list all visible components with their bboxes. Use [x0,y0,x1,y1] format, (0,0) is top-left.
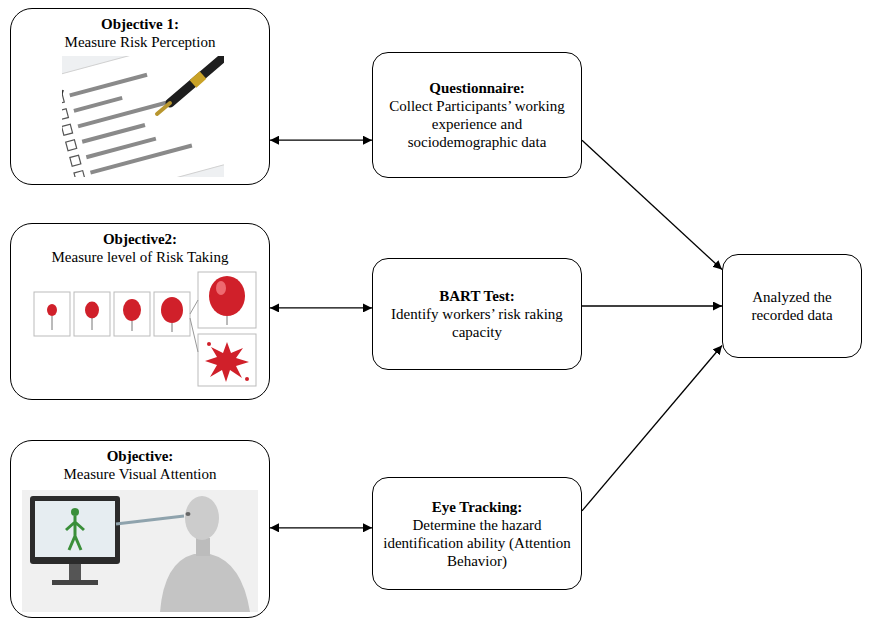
balloon-task-picture-part [227,316,228,325]
balloon-task-picture-part [47,304,57,316]
questionnaire-picture-part [73,96,122,113]
questionnaire-picture-part [193,75,203,84]
balloon-task-picture-part [74,292,110,336]
eye-tracking-picture-part [160,554,250,612]
questionnaire-picture-part [66,140,77,151]
questionnaire-picture-part [82,123,146,144]
questionnaire-picture-part [74,171,85,177]
objective-box: Objective:Measure Visual Attention [10,440,270,618]
eye-tracking-picture-part [22,490,258,612]
balloon-task-picture-part [198,334,256,386]
balloon-task-picture-part [123,299,141,321]
connector-arrow [270,527,372,528]
balloon-task-picture-part [205,342,249,382]
eye-tracking-picture-part [30,496,120,564]
box-text: Measure Visual Attention [64,465,217,483]
eye-tracking-picture-part [69,564,81,580]
eye-tracking-picture-part [35,501,115,557]
balloon-task-picture-part [190,300,198,314]
questionnaire-picture-part [69,73,147,98]
questionnaire-picture-part [62,124,73,135]
questionnaire-picture-part [90,144,192,175]
questionnaire-picture-part [62,56,224,177]
questionnaire-picture-part [62,90,66,103]
method-box: BART Test:Identify workers’ risk raking … [372,258,582,370]
box-heading: Questionnaire: [429,79,525,97]
connector-arrow [582,346,722,511]
balloon-task-picture-part [92,318,93,330]
balloon-task-picture-part [52,316,53,330]
questionnaire-picture [62,56,224,177]
result-box: Analyzed the recorded data [722,254,862,358]
objective-box: Objective 1:Measure Risk Perception [10,8,270,185]
questionnaire-picture-part [170,56,224,103]
eye-tracking-picture-part [52,580,98,585]
connector-arrow [582,140,722,269]
box-text: Measure level of Risk Taking [52,248,229,266]
balloon-task-picture-part [132,321,133,331]
eye-tracking-picture-part [186,512,191,516]
questionnaire-picture-part [157,103,170,114]
balloon-task-picture [34,272,256,386]
box-text: Identify workers’ risk raking capacity [383,305,571,341]
questionnaire-picture-part [62,109,68,120]
box-heading: Objective 1: [101,15,179,33]
connector-arrow [270,140,372,141]
objective-box: Objective2:Measure level of Risk Taking [10,223,270,400]
connector-arrow [582,305,722,306]
balloon-task-picture-part [207,342,211,346]
eye-tracking-picture-part [71,508,79,516]
method-box: Eye Tracking:Determine the hazard identi… [372,477,582,590]
box-heading: Eye Tracking: [432,498,523,516]
balloon-task-picture-part [172,323,173,332]
box-text: Collect Participants’ working experience… [383,97,571,151]
questionnaire-picture-part [78,100,171,128]
connector-arrow [270,307,372,308]
box-text: Measure Risk Perception [65,33,216,51]
balloon-task-picture-part [198,272,256,328]
box-heading: Objective2: [103,230,177,248]
balloon-task-picture-part [85,302,99,319]
balloon-task-picture-part [209,276,245,316]
eye-tracking-picture [22,490,258,612]
box-text: Analyzed the recorded data [733,288,851,324]
method-box: Questionnaire:Collect Participants’ work… [372,52,582,178]
balloon-task-picture-part [114,292,150,336]
eye-tracking-picture-part [196,538,210,556]
eye-tracking-picture-part [66,516,84,550]
box-heading: BART Test: [439,287,514,305]
balloon-task-picture-part [216,281,226,295]
box-text: Determine the hazard identification abil… [383,516,571,570]
eye-tracking-picture-part [116,516,184,524]
balloon-task-picture-part [34,292,70,336]
eye-tracking-picture-part [185,496,219,540]
balloon-task-picture-part [161,297,183,323]
box-heading: Objective: [107,447,174,465]
balloon-task-picture-part [245,377,249,381]
balloon-task-picture-part [190,318,198,352]
balloon-task-picture-part [154,292,190,336]
questionnaire-picture-part [70,155,81,166]
questionnaire-picture-part [62,56,224,177]
